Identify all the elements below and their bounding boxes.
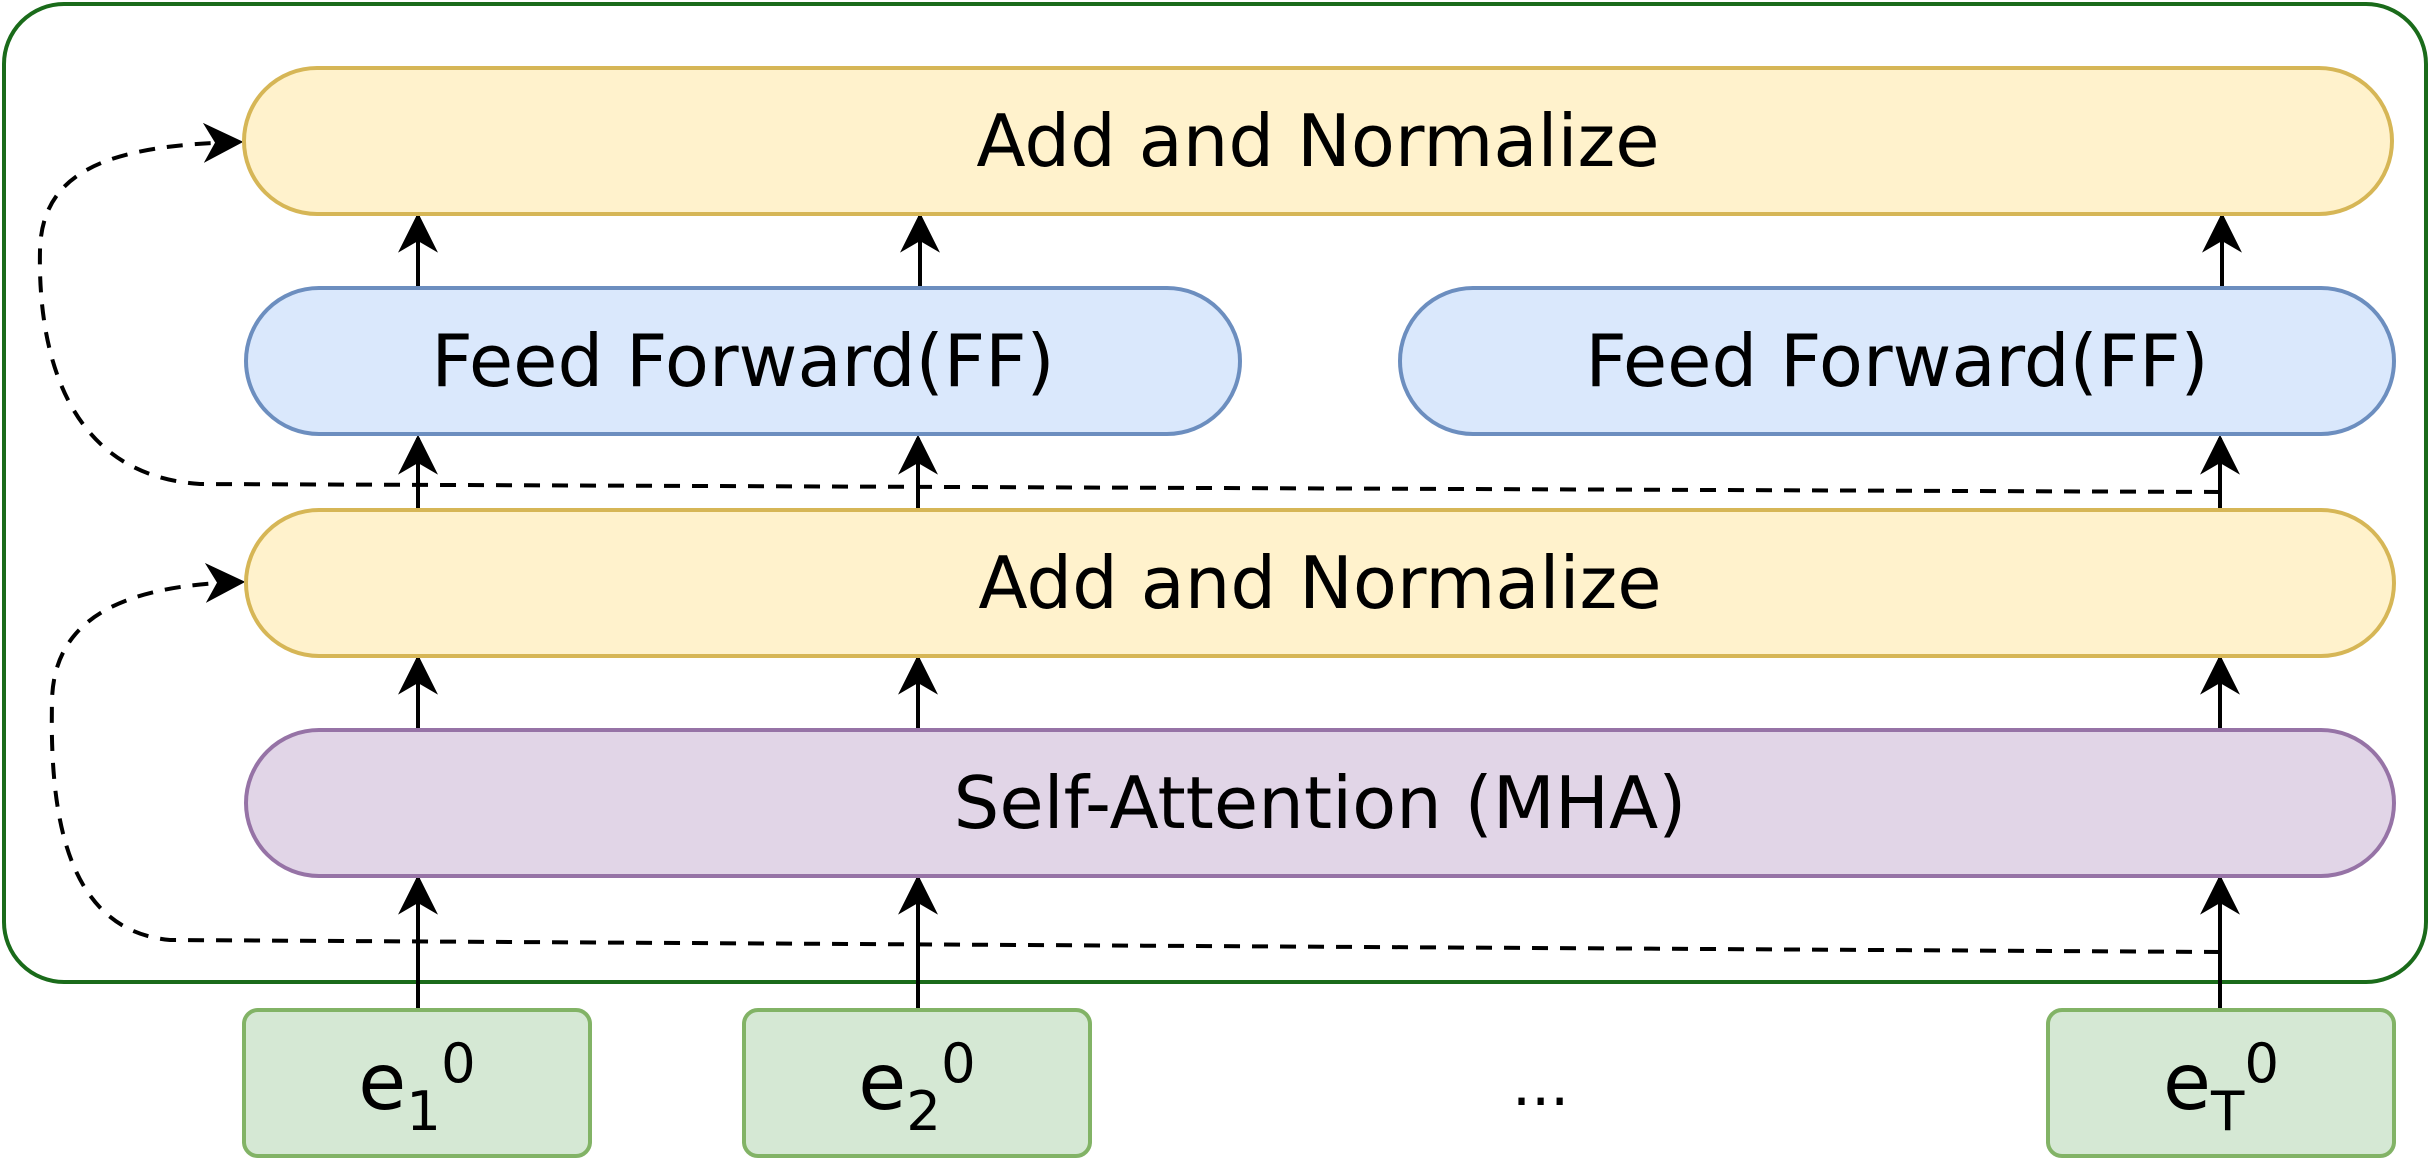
add-normalize-top-label: Add and Normalize xyxy=(976,99,1660,183)
add-normalize-bottom-label: Add and Normalize xyxy=(978,541,1662,625)
self-attention-label: Self-Attention (MHA) xyxy=(953,761,1687,845)
residual-connection-upper xyxy=(37,122,2221,494)
feed-forward-left-block: Feed Forward(FF) xyxy=(244,286,1242,436)
input-embedding-t: eT0 xyxy=(2046,1008,2396,1158)
residual-connection-lower xyxy=(49,562,2221,954)
add-normalize-bottom-block: Add and Normalize xyxy=(244,508,2396,658)
input-embedding-1-label: e10 xyxy=(358,1030,476,1143)
add-normalize-top-block: Add and Normalize xyxy=(242,66,2394,216)
feed-forward-left-label: Feed Forward(FF) xyxy=(431,319,1055,403)
self-attention-block: Self-Attention (MHA) xyxy=(244,728,2396,878)
input-embedding-1: e10 xyxy=(242,1008,592,1158)
input-embedding-2-label: e20 xyxy=(858,1030,976,1143)
input-embedding-2: e20 xyxy=(742,1008,1092,1158)
input-embedding-t-label: eT0 xyxy=(2162,1030,2280,1143)
ellipsis: ... xyxy=(1512,1050,1570,1120)
feed-forward-right-block: Feed Forward(FF) xyxy=(1398,286,2396,436)
encoder-frame xyxy=(2,2,2428,984)
feed-forward-right-label: Feed Forward(FF) xyxy=(1585,319,2209,403)
